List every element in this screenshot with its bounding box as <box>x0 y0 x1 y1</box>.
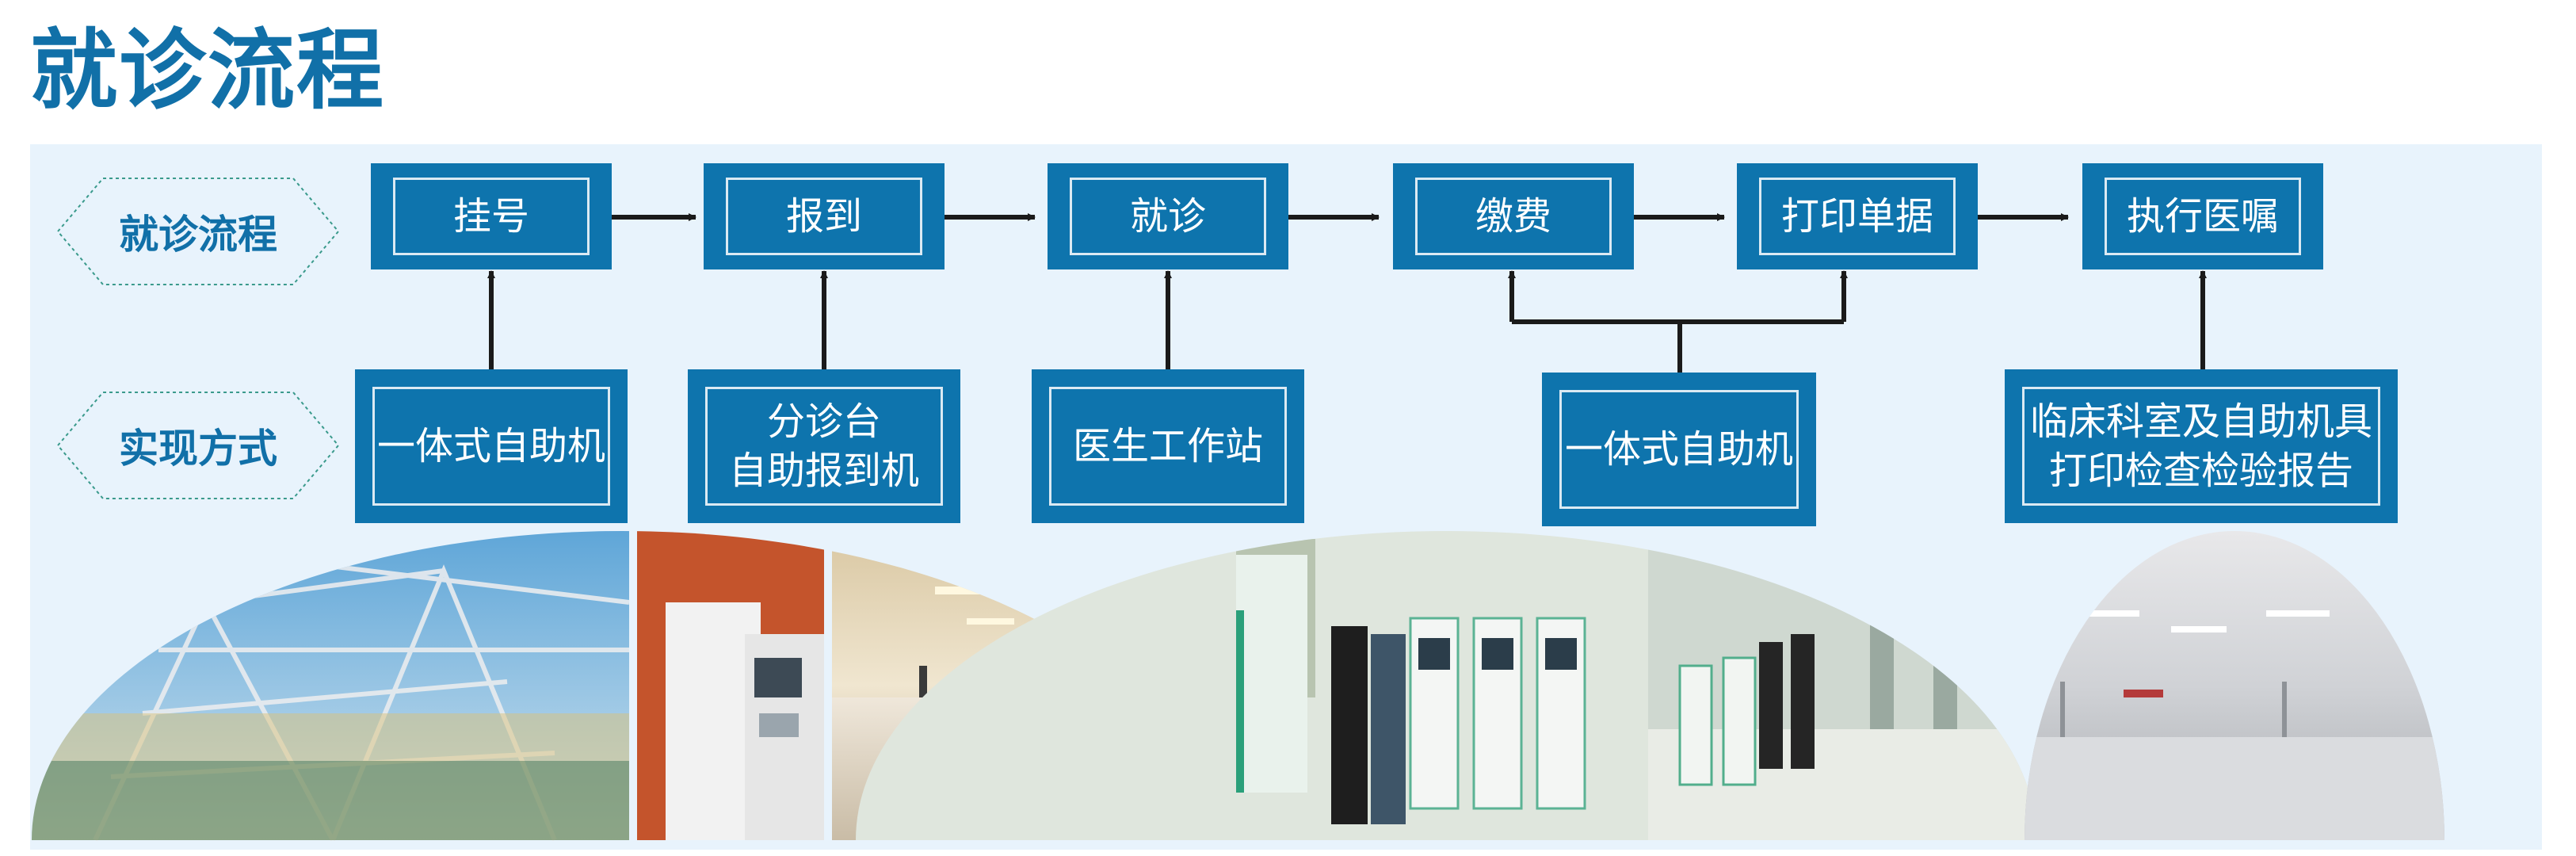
row-label-process-text: 就诊流程 <box>119 212 277 258</box>
method-box-triage-desk: 分诊台 自助报到机 <box>688 369 960 523</box>
method-box-doctor-workstation: 医生工作站 <box>1032 369 1304 523</box>
method-box-clinical-dept: 临床科室及自助机具 打印检查检验报告 <box>2005 369 2398 523</box>
method-label: 一体式自助机 <box>372 387 610 506</box>
photo-canopy <box>32 531 630 842</box>
photo-patients-kiosk <box>856 531 1648 840</box>
photo-group-3 <box>2025 531 2444 840</box>
step-label: 打印单据 <box>1759 178 1956 255</box>
photo-kiosk <box>637 531 824 840</box>
step-label: 缴费 <box>1415 178 1612 255</box>
step-label: 报到 <box>726 178 922 255</box>
step-box-payment: 缴费 <box>1393 163 1634 269</box>
step-box-print-receipt: 打印单据 <box>1737 163 1978 269</box>
step-box-execute-orders: 执行医嘱 <box>2082 163 2323 269</box>
step-box-checkin: 报到 <box>704 163 945 269</box>
method-box-kiosk-1: 一体式自助机 <box>355 369 628 523</box>
method-label: 分诊台 自助报到机 <box>705 387 943 506</box>
method-label: 医生工作站 <box>1049 387 1287 506</box>
photo-corridor <box>2025 531 2444 840</box>
photo-group-2 <box>856 531 2036 840</box>
method-label: 临床科室及自助机具 打印检查检验报告 <box>2022 387 2380 506</box>
step-box-register: 挂号 <box>371 163 612 269</box>
step-label: 挂号 <box>393 178 590 255</box>
method-box-kiosk-2: 一体式自助机 <box>1542 373 1816 526</box>
row-label-method: 实现方式 <box>55 390 341 501</box>
row-label-method-text: 实现方式 <box>119 426 277 472</box>
row-label-process: 就诊流程 <box>55 176 341 287</box>
photo-kiosk-hall <box>1648 531 2036 840</box>
page-title: 就诊流程 <box>30 19 385 121</box>
step-box-consultation: 就诊 <box>1048 163 1288 269</box>
method-label: 一体式自助机 <box>1559 390 1799 509</box>
step-label: 就诊 <box>1070 178 1266 255</box>
step-label: 执行医嘱 <box>2105 178 2301 255</box>
